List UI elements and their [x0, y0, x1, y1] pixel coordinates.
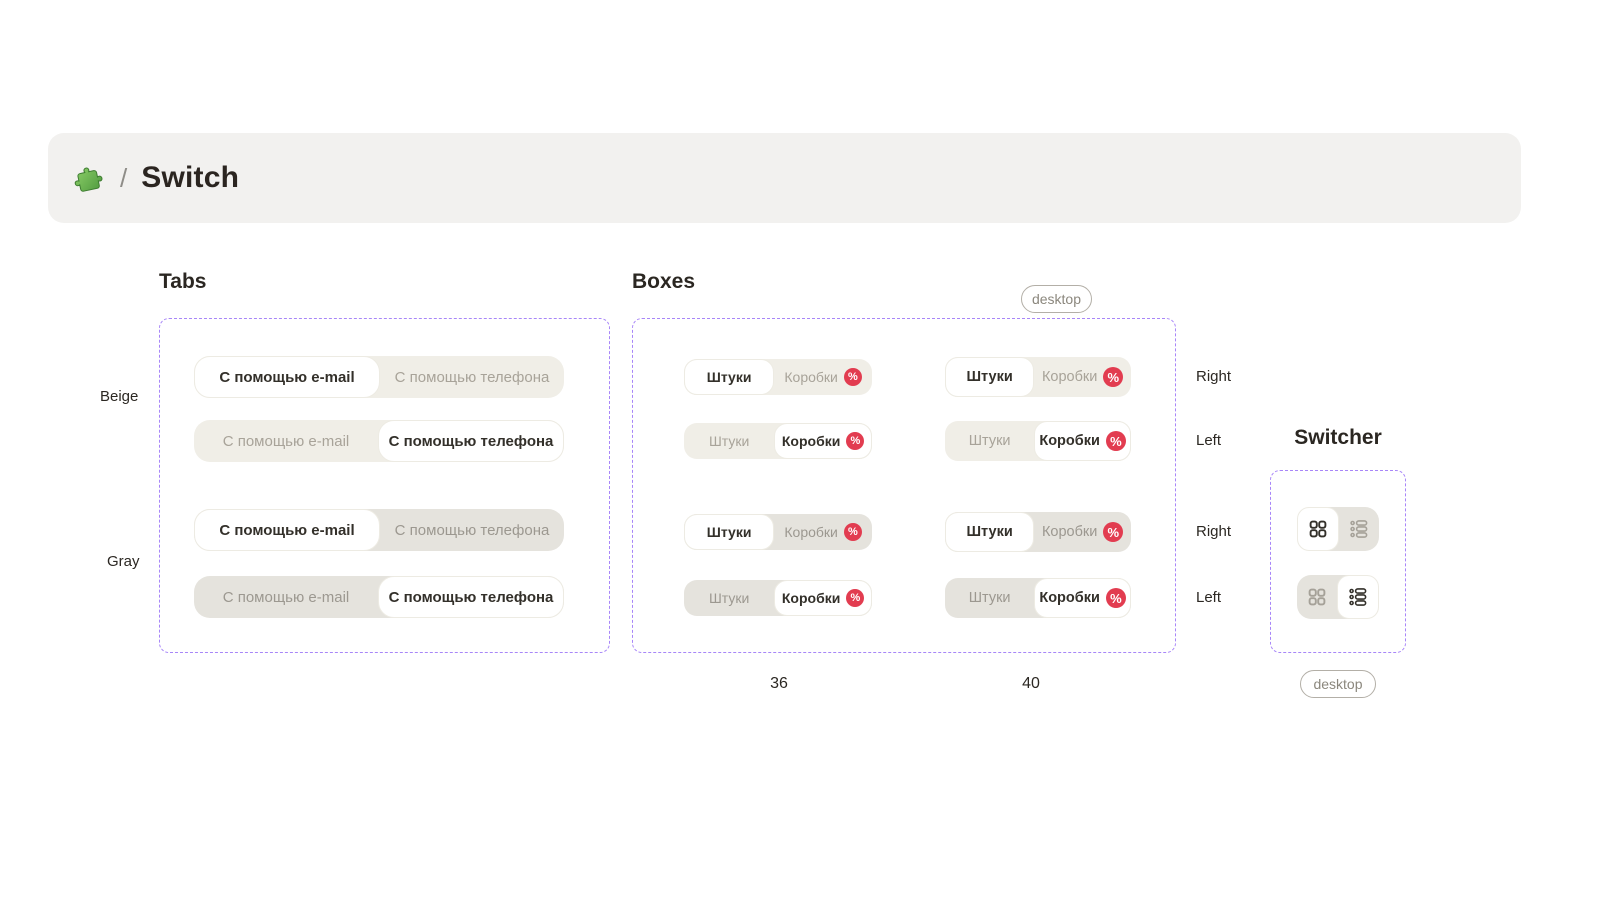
- percent-badge-icon: %: [843, 368, 862, 386]
- box-option-label: Штуки: [708, 433, 750, 449]
- switcher-section-heading: Switcher: [1294, 426, 1382, 449]
- box-option-boxes[interactable]: Коробки%: [774, 359, 872, 395]
- switcher-device-chip: desktop: [1300, 670, 1376, 698]
- box-option-boxes[interactable]: Коробки%: [774, 423, 872, 459]
- tab-switch-gray-first: С помощью e-mail С помощью телефона: [194, 509, 564, 551]
- view-switcher-grid-selected: [1297, 507, 1379, 551]
- box-option-pieces[interactable]: Штуки: [684, 580, 774, 616]
- grid-icon: [1308, 588, 1326, 606]
- box-switch-gray-left: Штуки Коробки%: [684, 580, 872, 616]
- tabs-section-heading: Tabs: [159, 270, 207, 293]
- box-switch-gray-left: Штуки Коробки%: [945, 578, 1131, 618]
- breadcrumb-separator: /: [120, 162, 128, 193]
- switcher-option-list[interactable]: [1337, 575, 1379, 619]
- tab-option-phone[interactable]: С помощью телефона: [378, 420, 564, 462]
- boxes-size-label-36: 36: [770, 675, 788, 692]
- align-label-right: Right: [1196, 368, 1232, 385]
- view-switcher-list-selected: [1297, 575, 1379, 619]
- tab-option-email[interactable]: С помощью e-mail: [222, 588, 350, 606]
- box-switch-beige-right: Штуки Коробки%: [684, 359, 872, 395]
- box-option-label: Коробки: [781, 590, 841, 606]
- box-option-label: Штуки: [966, 524, 1013, 540]
- box-switch-gray-right: Штуки Коробки%: [945, 512, 1131, 552]
- boxes-size-label-40: 40: [1022, 675, 1040, 692]
- switcher-option-grid[interactable]: [1297, 575, 1337, 619]
- box-option-boxes[interactable]: Коробки%: [1034, 357, 1131, 397]
- boxes-frame: [632, 318, 1176, 653]
- box-option-boxes[interactable]: Коробки%: [1034, 578, 1131, 618]
- tab-option-email[interactable]: С помощью e-mail: [222, 432, 350, 450]
- percent-badge-icon: %: [843, 523, 862, 541]
- box-option-label: Штуки: [706, 524, 752, 540]
- tab-option-email[interactable]: С помощью e-mail: [194, 356, 380, 398]
- box-option-pieces[interactable]: Штуки: [945, 421, 1034, 461]
- switcher-option-grid[interactable]: [1297, 507, 1339, 551]
- box-switch-beige-right: Штуки Коробки%: [945, 357, 1131, 397]
- align-label-right: Right: [1196, 523, 1232, 540]
- box-option-label: Штуки: [968, 590, 1011, 606]
- tabs-group-label-beige: Beige: [100, 388, 139, 405]
- tab-switch-gray-second: С помощью e-mail С помощью телефона: [194, 576, 564, 618]
- box-option-pieces[interactable]: Штуки: [684, 359, 775, 395]
- percent-badge-icon: %: [846, 589, 865, 607]
- box-option-pieces[interactable]: Штуки: [945, 357, 1035, 397]
- box-option-pieces[interactable]: Штуки: [945, 512, 1035, 552]
- box-option-label: Коробки: [1041, 524, 1098, 540]
- box-option-label: Коробки: [1039, 590, 1100, 606]
- box-option-label: Коробки: [784, 369, 838, 385]
- tab-switch-beige-first: С помощью e-mail С помощью телефона: [194, 356, 564, 398]
- box-option-boxes[interactable]: Коробки%: [774, 514, 872, 550]
- tab-option-phone[interactable]: С помощью телефона: [394, 368, 550, 386]
- box-option-label: Коробки: [1041, 369, 1098, 385]
- box-option-label: Штуки: [708, 590, 750, 606]
- tabs-frame: [159, 318, 610, 653]
- percent-badge-icon: %: [846, 432, 865, 450]
- box-option-label: Коробки: [781, 433, 841, 449]
- box-switch-beige-left: Штуки Коробки%: [684, 423, 872, 459]
- box-option-pieces[interactable]: Штуки: [684, 423, 774, 459]
- box-option-boxes[interactable]: Коробки%: [1034, 512, 1131, 552]
- box-option-pieces[interactable]: Штуки: [945, 578, 1034, 618]
- box-option-label: Коробки: [1039, 433, 1100, 449]
- puzzle-icon: [70, 160, 106, 196]
- tab-option-email[interactable]: С помощью e-mail: [194, 509, 380, 551]
- header-bar: / Switch: [48, 133, 1521, 223]
- list-icon: [1350, 520, 1368, 538]
- list-icon: [1349, 588, 1367, 606]
- switcher-option-list[interactable]: [1339, 507, 1379, 551]
- box-option-label: Штуки: [968, 433, 1011, 449]
- box-switch-gray-right: Штуки Коробки%: [684, 514, 872, 550]
- tab-option-phone[interactable]: С помощью телефона: [394, 521, 550, 539]
- align-label-left: Left: [1196, 432, 1222, 449]
- box-option-boxes[interactable]: Коробки%: [1034, 421, 1131, 461]
- box-option-label: Штуки: [706, 369, 752, 385]
- page-title: Switch: [141, 161, 240, 194]
- box-option-pieces[interactable]: Штуки: [684, 514, 775, 550]
- align-label-left: Left: [1196, 589, 1222, 606]
- box-option-label: Коробки: [784, 524, 838, 540]
- percent-badge-icon: %: [1105, 431, 1126, 451]
- percent-badge-icon: %: [1105, 588, 1126, 608]
- box-option-boxes[interactable]: Коробки%: [774, 580, 872, 616]
- tab-option-phone[interactable]: С помощью телефона: [378, 576, 564, 618]
- boxes-section-heading: Boxes: [632, 270, 696, 293]
- box-switch-beige-left: Штуки Коробки%: [945, 421, 1131, 461]
- switcher-frame: [1270, 470, 1406, 653]
- tabs-group-label-gray: Gray: [107, 553, 140, 570]
- grid-icon: [1309, 520, 1327, 538]
- boxes-device-chip: desktop: [1021, 285, 1092, 313]
- percent-badge-icon: %: [1103, 367, 1124, 387]
- tab-switch-beige-second: С помощью e-mail С помощью телефона: [194, 420, 564, 462]
- percent-badge-icon: %: [1103, 522, 1124, 542]
- box-option-label: Штуки: [966, 369, 1013, 385]
